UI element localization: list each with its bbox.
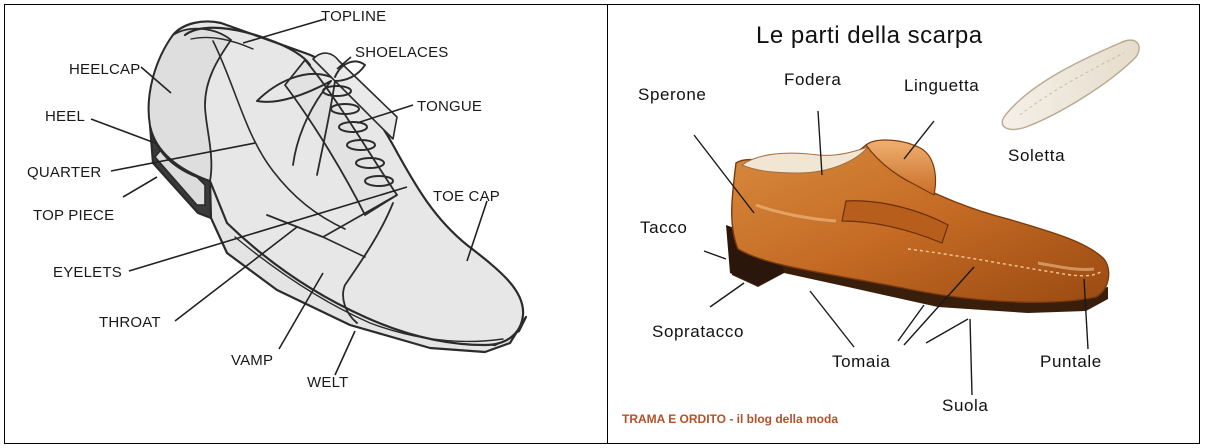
leader-sperone: [693, 134, 755, 214]
label-throat: THROAT: [99, 314, 161, 331]
insole-soletta-image: [1001, 39, 1140, 131]
label-topline: TOPLINE: [321, 8, 386, 25]
left-leader-lines: [90, 18, 488, 376]
left-shoe-drawing: [147, 20, 528, 354]
leader-shoelaces: [336, 56, 352, 70]
leader-vamp: [278, 272, 324, 350]
leader-eyelets: [128, 186, 408, 272]
label-soletta: Soletta: [1008, 146, 1065, 165]
vamp-seam: [322, 236, 366, 258]
topline-opening: [183, 26, 312, 67]
label-sperone: Sperone: [638, 85, 706, 104]
leader-heel: [90, 118, 156, 144]
loafer-strap: [841, 200, 949, 244]
leader-linguetta: [903, 120, 935, 160]
panel-divider: [607, 4, 608, 444]
leader-puntale: [1083, 278, 1089, 350]
label-top-piece: TOP PIECE: [33, 207, 114, 224]
leader-topline: [242, 18, 326, 44]
label-toe-cap: TOE CAP: [433, 188, 500, 205]
label-welt: WELT: [307, 374, 348, 391]
shoelace-bow: [256, 60, 366, 176]
left-panel-english-diagram: TOPLINE SHOELACES HEELCAP TONGUE HEEL QU…: [5, 5, 606, 443]
welt-line: [234, 236, 504, 343]
leader-tomaia-2: [897, 304, 925, 342]
leader-heelcap: [140, 66, 172, 94]
label-tomaia: Tomaia: [832, 352, 890, 371]
leader-quarter: [110, 142, 256, 172]
loafer-stitch: [907, 248, 1103, 277]
leader-tomaia-3: [903, 266, 975, 346]
toe-cap-seam: [342, 202, 394, 324]
loafer-saddle: [865, 139, 937, 196]
image-frame: [4, 4, 1200, 444]
label-linguetta: Linguetta: [904, 76, 979, 95]
loafer-highlight: [755, 203, 837, 223]
leader-tongue: [356, 104, 414, 124]
label-tacco: Tacco: [640, 218, 687, 237]
leader-welt: [334, 330, 356, 376]
label-quarter: QUARTER: [27, 164, 101, 181]
heelcap-shape: [147, 27, 232, 182]
leader-tomaia-1: [809, 290, 855, 348]
label-eyelets: EYELETS: [53, 264, 122, 281]
right-panel-italian-diagram: Le parti della scarpa: [608, 5, 1199, 443]
label-fodera: Fodera: [784, 70, 841, 89]
leader-throat: [174, 226, 298, 322]
label-heelcap: HEELCAP: [69, 61, 140, 78]
label-sopratacco: Sopratacco: [652, 322, 744, 341]
leader-fodera: [817, 110, 823, 176]
label-tongue: TONGUE: [417, 98, 482, 115]
leader-sopratacco: [709, 282, 745, 308]
credit-text: TRAMA E ORDITO - il blog della moda: [622, 412, 838, 426]
leader-suola: [969, 318, 973, 396]
quarter-seam: [212, 40, 346, 230]
diagram-title: Le parti della scarpa: [756, 22, 983, 49]
leader-toe-cap: [466, 200, 488, 262]
loafer-sole: [730, 235, 1108, 313]
inner-collar: [190, 36, 254, 50]
label-heel: HEEL: [45, 108, 85, 125]
leader-top-piece: [122, 176, 158, 198]
label-vamp: VAMP: [231, 352, 273, 369]
right-shoe-diagram: Le parti della scarpa: [622, 22, 1140, 426]
loafer-shoe-image: [726, 139, 1110, 313]
left-shoe-diagram: TOPLINE SHOELACES HEELCAP TONGUE HEEL QU…: [27, 8, 528, 391]
leader-tacco: [703, 250, 727, 260]
leader-suola-2: [925, 318, 969, 344]
right-leader-lines: [693, 110, 1089, 396]
label-suola: Suola: [942, 396, 988, 415]
label-shoelaces: SHOELACES: [355, 44, 449, 61]
label-puntale: Puntale: [1040, 352, 1102, 371]
loafer-toe-highlight: [1037, 261, 1095, 271]
